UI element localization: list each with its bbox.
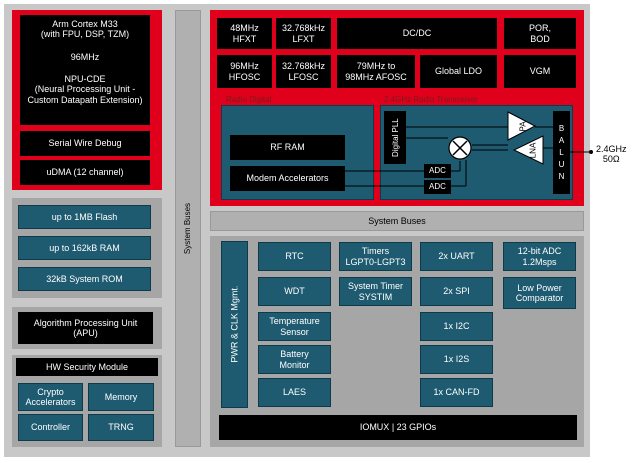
adc-12bit: 12-bit ADC 1.2Msps [503,242,576,271]
adc-1: ADC [424,164,451,178]
low-power-comparator: Low Power Comparator [503,277,576,309]
udma: uDMA (12 channel) [20,160,150,185]
lna-label: LNA [528,142,538,158]
hsm-title: HW Security Module [16,358,158,376]
flash-memory: up to 1MB Flash [18,205,151,229]
serial-wire-debug: Serial Wire Debug [20,131,150,156]
lfxt: 32.768kHz LFXT [276,18,331,49]
lna-amplifier-icon [512,135,544,165]
hsm-memory: Memory [88,383,154,411]
cpu-core-label: Arm Cortex M33 (with FPU, DSP, TZM) [40,19,130,40]
por-bod: POR, BOD [504,18,576,49]
system-buses-horizontal: System Buses [210,211,584,231]
npu-label: NPU-CDE (Neural Processing Unit - Custom… [27,74,143,105]
pwr-clk-mgmt: PWR & CLK Mgmt. [221,241,248,408]
temperature-sensor: Temperature Sensor [258,312,331,341]
i2c: 1x I2C [420,312,493,341]
pa-amplifier-icon [507,111,537,141]
spi: 2x SPI [420,277,493,306]
timers: Timers LGPT0-LGPT3 [339,242,412,271]
apu-block: Algorithm Processing Unit (APU) [18,312,153,344]
dcdc: DC/DC [337,18,497,49]
hfxt: 48MHz HFXT [217,18,272,49]
radio-transceiver-title: 2.4GHz Radio Transceiver [384,95,478,104]
rf-ram: RF RAM [230,135,345,160]
antenna-label: 2.4GHz 50Ω [596,144,627,165]
global-ldo: Global LDO [420,55,497,88]
radio-digital-title: Radio Digital [226,95,272,104]
rtc: RTC [258,242,331,271]
trng: TRNG [88,414,154,441]
i2s: 1x I2S [420,345,493,374]
battery-monitor: Battery Monitor [258,345,331,374]
crypto-accelerators: Crypto Accelerators [18,383,83,411]
ram-memory: up to 162kB RAM [18,236,151,260]
peripherals-block [210,236,584,447]
adc-2: ADC [424,180,451,194]
system-buses-vertical: System Buses [175,10,201,447]
lfosc: 32.768kHz LFOSC [276,55,331,88]
hsm-controller: Controller [18,414,83,441]
cpu-core: Arm Cortex M33 (with FPU, DSP, TZM) 96MH… [20,15,150,125]
wdt: WDT [258,277,331,306]
uart: 2x UART [420,242,493,271]
vgm: VGM [504,55,576,88]
can-fd: 1x CAN-FD [420,378,493,407]
laes: LAES [258,378,331,407]
balun: B A L U N [553,111,570,194]
system-timer: System Timer SYSTIM [339,277,412,306]
hfosc: 96MHz HFOSC [217,55,272,88]
cpu-freq: 96MHz [70,51,100,62]
digital-pll: Digital PLL [384,111,406,164]
system-buses-horizontal-label: System Buses [368,216,426,226]
modem-accelerators: Modem Accelerators [230,166,345,191]
system-rom: 32kB System ROM [18,267,151,291]
iomux: IOMUX | 23 GPIOs [219,415,577,440]
afosc: 79MHz to 98MHz AFOSC [337,55,415,88]
pwr-clk-mgmt-label: PWR & CLK Mgmt. [229,285,240,364]
pa-label: PA [518,120,528,132]
